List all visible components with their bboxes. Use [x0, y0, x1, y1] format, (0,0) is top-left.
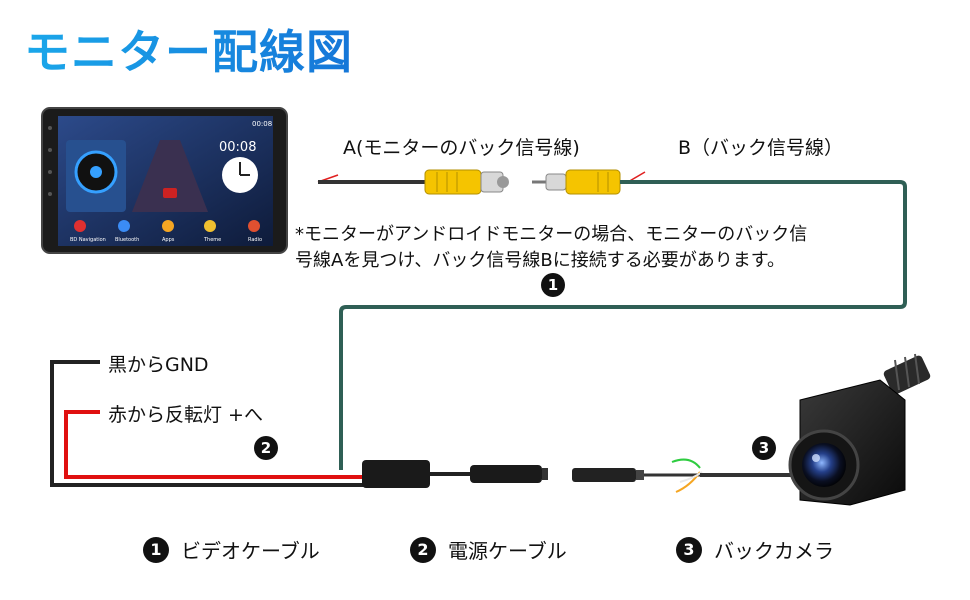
- black-wire: [50, 360, 365, 487]
- male-connector: [572, 468, 636, 482]
- legend-item-camera: 3 バックカメラ: [676, 535, 834, 564]
- badge-power-cable: 2: [254, 436, 278, 460]
- legend-number: 1: [143, 536, 169, 563]
- junction-box: [362, 460, 430, 488]
- note-line-1: *モニターがアンドロイドモニターの場合、モニターのバック信: [295, 224, 808, 245]
- badge-video-cable: 1: [541, 273, 565, 297]
- svg-text:Bluetooth: Bluetooth: [115, 237, 139, 243]
- video-cable: [339, 180, 907, 470]
- red-wire: [64, 410, 365, 479]
- bluetooth-icon: [118, 220, 130, 232]
- monitor-app-bar: BD Navigation Bluetooth Apps Theme Radio: [70, 220, 262, 243]
- installation-note: *モニターがアンドロイドモニターの場合、モニターのバック信 号線Aを見つけ、バッ…: [295, 222, 895, 274]
- label-red-wire: 赤から反転灯 +へ: [108, 404, 263, 426]
- legend-number: 3: [676, 536, 702, 563]
- label-black-wire: 黒からGND: [108, 354, 209, 376]
- android-monitor: 00:08 00:08 BD Navigation Bluetooth Apps…: [41, 107, 288, 254]
- radio-icon: [248, 220, 260, 232]
- cable-b: [532, 169, 646, 195]
- monitor-status-time: 00:08: [252, 120, 272, 128]
- apps-icon: [162, 220, 174, 232]
- legend-label: ビデオケーブル: [181, 539, 320, 563]
- badge-camera: 3: [752, 436, 776, 460]
- page-title: モニター配線図: [24, 16, 353, 82]
- label-cable-b: B（バック信号線）: [678, 137, 844, 159]
- svg-text:BD Navigation: BD Navigation: [70, 237, 106, 243]
- label-cable-a: A(モニターのバック信号線): [343, 137, 580, 159]
- legend-label: 電源ケーブル: [448, 539, 567, 563]
- svg-text:Apps: Apps: [162, 237, 175, 243]
- svg-text:Radio: Radio: [248, 237, 262, 243]
- legend-number: 2: [410, 536, 436, 563]
- note-line-2: 号線Aを見つけ、バック信号線Bに接続する必要があります。: [295, 250, 785, 271]
- navigation-icon: [74, 220, 86, 232]
- legend-item-video-cable: 1 ビデオケーブル: [143, 535, 320, 564]
- legend-item-power-cable: 2 電源ケーブル: [410, 535, 567, 564]
- svg-text:Theme: Theme: [203, 237, 221, 243]
- female-connector: [470, 465, 542, 483]
- theme-icon: [204, 220, 216, 232]
- cable-a: [317, 169, 509, 195]
- legend-label: バックカメラ: [714, 539, 834, 563]
- monitor-clock-digital: 00:08: [219, 140, 256, 155]
- backup-camera: [788, 353, 931, 506]
